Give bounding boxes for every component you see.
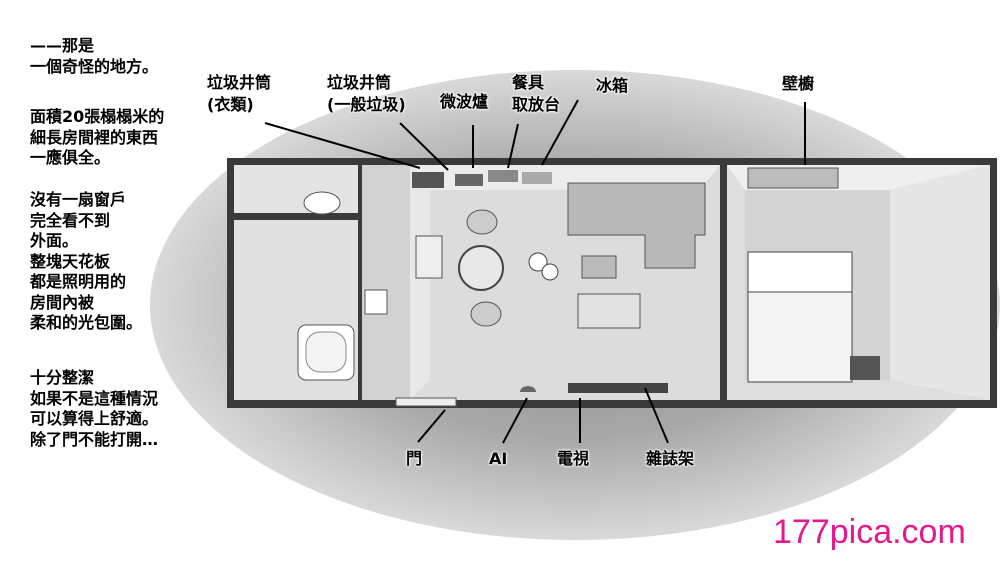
narration-4: 十分整潔 如果不是這種情況 可以算得上舒適。 除了門不能打開… [30,368,159,449]
label-chute-general: 垃圾井筒 (一般垃圾) [327,73,406,114]
door [395,397,457,407]
label-tv: 電視 [557,449,590,468]
person [528,252,548,272]
microwave [488,170,518,182]
wall-face [410,165,430,400]
ai-device [520,386,536,392]
chute-general [455,174,483,186]
rug [581,255,617,279]
wall-face [890,165,990,400]
dining-table [458,245,504,291]
nightstand [850,356,880,380]
label-ai: AI [489,449,508,468]
sink [364,289,388,315]
label-door: 門 [406,449,423,468]
label-magazine-rack: 雜誌架 [646,449,695,468]
chute-clothes [412,172,444,188]
label-microwave: 微波爐 [440,92,489,111]
closet [747,167,839,189]
person [541,263,559,281]
bed-blanket [747,251,853,293]
label-fridge: 冰箱 [596,76,629,95]
narration-2: 面積20張榻榻米的 細長房間裡的東西 一應俱全。 [30,107,165,167]
coffee-table [577,293,641,329]
narration-3: 沒有一扇窗戶 完全看不到 外面。 整塊天花板 都是照明用的 房間內被 柔和的光包… [30,190,143,332]
toilet [303,191,341,215]
chair [466,209,498,235]
label-closet: 壁櫥 [782,74,815,93]
shelf [415,235,443,279]
narration-1: ——那是 一個奇怪的地方。 [30,36,159,76]
sofa [567,182,706,269]
label-dish-counter: 餐具 取放台 [512,73,561,114]
chair [470,301,502,327]
label-chute-clothes: 垃圾井筒 (衣類) [207,73,272,114]
hallway [362,165,410,400]
watermark: 177pica.com [773,513,966,551]
fridge [522,172,552,184]
partition-wall [720,190,727,340]
leader-lines [264,99,806,444]
bathtub-basin [305,331,347,373]
tv [568,383,668,393]
